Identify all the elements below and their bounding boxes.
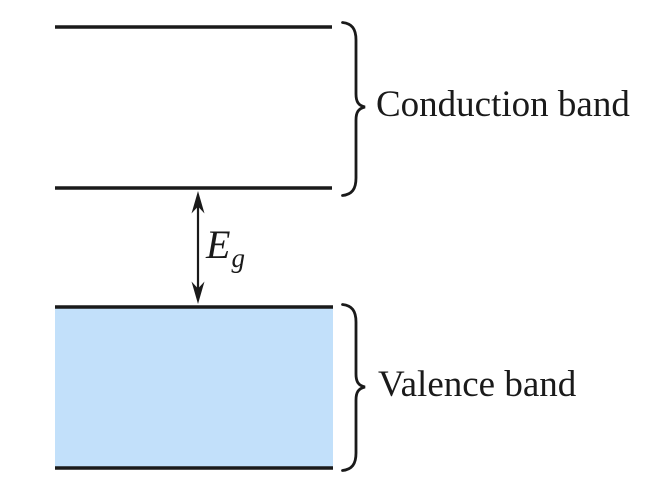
conduction-band-label: Conduction band — [376, 84, 630, 125]
valence-band-label: Valence band — [378, 364, 577, 405]
conduction-band-brace — [341, 21, 366, 197]
valence-band-fill — [55, 307, 333, 468]
band-gap-subscript: g — [231, 242, 245, 273]
arrow-up-head-icon — [191, 191, 205, 214]
arrow-down-head-icon — [191, 281, 205, 304]
band-gap-label: Eg — [206, 225, 245, 272]
band-gap-symbol: E — [206, 222, 231, 267]
valence-band-brace — [341, 303, 366, 472]
band-gap-arrow — [191, 191, 205, 304]
